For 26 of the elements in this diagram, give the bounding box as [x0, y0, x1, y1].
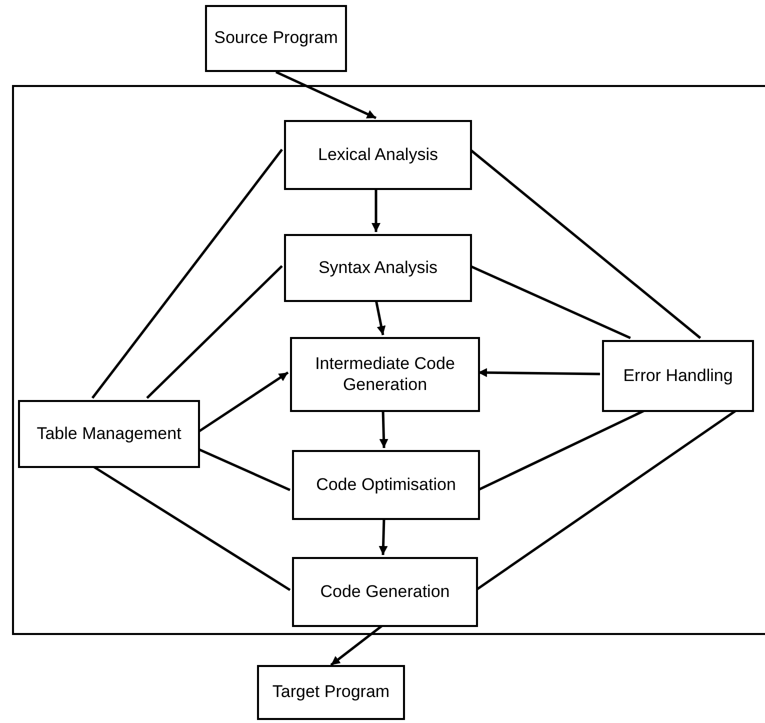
arrow — [379, 410, 388, 448]
process-box — [602, 340, 754, 412]
box-label: Table Management — [36, 424, 182, 444]
arrow — [374, 300, 386, 336]
process-box — [292, 557, 478, 627]
frame-box — [12, 85, 765, 635]
box-label: Error Handling — [623, 366, 733, 386]
process-box — [257, 665, 405, 720]
process-box — [18, 400, 200, 468]
process-box — [290, 337, 480, 412]
box-label: Source Program — [214, 28, 338, 49]
box-label: Intermediate Code Generation — [314, 354, 456, 395]
process-box — [284, 234, 472, 302]
process-box — [205, 5, 347, 72]
connector-line — [91, 148, 283, 399]
arrow — [275, 70, 377, 120]
box-label: Code Optimisation — [316, 474, 456, 496]
arrow — [378, 518, 388, 556]
box-label: Lexical Analysis — [318, 144, 438, 166]
connector-line — [146, 265, 283, 399]
process-box — [284, 120, 472, 190]
box-label: Code Generation — [320, 582, 450, 602]
arrow — [372, 188, 380, 232]
box-label: Target Program — [272, 682, 390, 703]
box-label: Syntax Analysis — [318, 258, 438, 278]
process-box — [292, 450, 480, 520]
